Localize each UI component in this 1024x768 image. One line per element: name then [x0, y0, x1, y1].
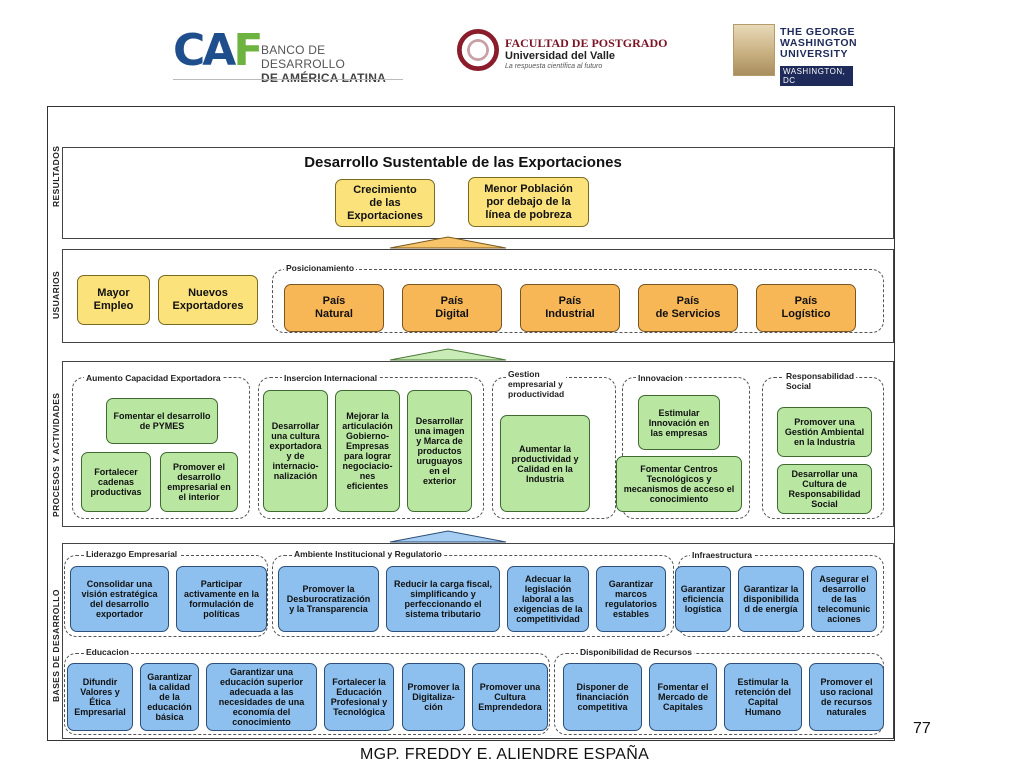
- base-box-mercado-capitales: Fomentar el Mercado de Capitales: [649, 663, 717, 731]
- base-box-politicas: Participar activamente en la formulación…: [176, 566, 267, 632]
- label-bases: BASES DE DESARROLLO: [51, 589, 61, 702]
- uv-logo-title: FACULTAD DE POSTGRADO: [505, 36, 668, 50]
- proc-box-responsabilidad: Desarrollar una Cultura de Responsabilid…: [777, 464, 872, 514]
- group-posicionamiento: [272, 269, 884, 333]
- base-box-telecomunicaciones: Asegurar el desarrollo de las telecomuni…: [811, 566, 877, 632]
- result-box-crecimiento: Crecimiento de las Exportaciones: [335, 179, 435, 227]
- base-box-desburocratizacion: Promover la Desburocratización y la Tran…: [278, 566, 379, 632]
- uv-logo: FACULTAD DE POSTGRADO Universidad del Va…: [455, 27, 677, 75]
- base-box-recursos-naturales: Promover el uso racional de recursos nat…: [809, 663, 884, 731]
- base-box-capital-humano: Estimular la retención del Capital Human…: [724, 663, 802, 731]
- proc-box-interior: Promover el desarrollo empresarial en el…: [160, 452, 238, 512]
- arrow-up-icon: [389, 530, 507, 543]
- arrow-up-icon: [389, 236, 507, 249]
- label-infraestructura: Infraestructura: [690, 550, 754, 560]
- pais-box-natural: País Natural: [284, 284, 384, 332]
- label-insercion-internacional: Insercion Internacional: [282, 373, 380, 383]
- uv-seal-icon: [457, 29, 499, 71]
- base-box-marcos-regulatorios: Garantizar marcos regulatorios estables: [596, 566, 666, 632]
- base-box-vision-estrategica: Consolidar una visión estratégica del de…: [70, 566, 169, 632]
- proc-box-cadenas: Fortalecer cadenas productivas: [81, 452, 151, 512]
- label-innovacion: Innovacion: [636, 373, 685, 383]
- uv-logo-tagline: La respuesta científica al futuro: [505, 63, 603, 70]
- proc-box-innovacion-empresas: Estimular Innovación en las empresas: [638, 395, 720, 450]
- label-usuarios: USUARIOS: [51, 270, 61, 319]
- label-disponibilidad-recursos: Disponibilidad de Recursos: [578, 647, 694, 657]
- base-box-educacion-basica: Garantizar la calidad de la educación bá…: [140, 663, 199, 731]
- result-box-pobreza: Menor Población por debajo de la línea d…: [468, 177, 589, 227]
- proc-box-pymes: Fomentar el desarrollo de PYMES: [106, 398, 218, 444]
- label-educacion: Educacion: [84, 647, 131, 657]
- base-box-educacion-profesional: Fortalecer la Educación Profesional y Te…: [324, 663, 394, 731]
- base-box-financiacion: Disponer de financiación competitiva: [563, 663, 642, 731]
- label-procesos: PROCESOS Y ACTIVIDADES: [51, 392, 61, 517]
- caf-logo-text: BANCO DE DESARROLLO DE AMÉRICA LATINA: [261, 43, 403, 85]
- base-box-educacion-superior: Garantizar una educación superior adecua…: [206, 663, 317, 731]
- user-box-exportadores: Nuevos Exportadores: [158, 275, 258, 325]
- gw-logo-line1: THE GEORGE: [780, 26, 856, 38]
- base-box-valores-etica: Difundir Valores y Ética Empresarial: [67, 663, 133, 731]
- proc-box-centros-tecnologicos: Fomentar Centros Tecnológicos y mecanism…: [616, 456, 742, 512]
- gw-logo-text: THE GEORGE WASHINGTON UNIVERSITY: [780, 27, 857, 60]
- group-ambiente-institucional: [272, 555, 674, 637]
- base-box-legislacion-laboral: Adecuar la legislación laboral a las exi…: [507, 566, 589, 632]
- caf-logo-line2: DE AMÉRICA LATINA: [261, 71, 386, 85]
- pais-box-industrial: País Industrial: [520, 284, 620, 332]
- gw-logo-line3: UNIVERSITY: [780, 48, 849, 60]
- caf-logo-underline: [173, 79, 403, 80]
- gw-logo-line2: WASHINGTON: [780, 37, 858, 49]
- diagram-frame: RESULTADOS Desarrollo Sustentable de las…: [47, 106, 895, 741]
- caf-logo-mark: CAF: [173, 25, 263, 76]
- arrow-up-icon: [389, 348, 507, 361]
- pais-box-servicios: País de Servicios: [638, 284, 738, 332]
- caf-logo-line1: BANCO DE DESARROLLO: [261, 43, 346, 71]
- label-responsabilidad-social: Responsabilidad Social: [784, 371, 857, 391]
- base-box-eficiencia-logistica: Garantizar eficiencia logística: [675, 566, 731, 632]
- label-posicionamiento: Posicionamiento: [284, 263, 357, 273]
- label-ambiente-institucional: Ambiente Institucional y Regulatorio: [292, 549, 444, 559]
- caf-logo: CAF BANCO DE DESARROLLO DE AMÉRICA LATIN…: [173, 25, 403, 85]
- pais-box-logistico: País Logístico: [756, 284, 856, 332]
- label-liderazgo: Liderazgo Empresarial: [84, 549, 180, 559]
- user-box-empleo: Mayor Empleo: [77, 275, 150, 325]
- base-box-carga-fiscal: Reducir la carga fiscal, simplificando y…: [386, 566, 500, 632]
- pais-box-digital: País Digital: [402, 284, 502, 332]
- gw-logo: THE GEORGE WASHINGTON UNIVERSITY WASHING…: [733, 24, 857, 86]
- proc-box-articulacion: Mejorar la articulación Gobierno- Empres…: [335, 390, 400, 512]
- group-innovacion: [622, 377, 750, 519]
- base-box-cultura-emprendedora: Promover una Cultura Emprendedora: [472, 663, 548, 731]
- proc-box-imagen-marca: Desarrollar una imagen y Marca de produc…: [407, 390, 472, 512]
- gw-logo-dc: WASHINGTON, DC: [780, 66, 853, 86]
- page-number: 77: [913, 720, 931, 737]
- label-gestion-empresarial: Gestion empresarial y productividad: [506, 369, 567, 399]
- label-resultados: RESULTADOS: [51, 145, 61, 207]
- label-capacidad-exportadora: Aumento Capacidad Exportadora: [84, 373, 223, 383]
- base-box-energia: Garantizar la disponibilida d de energía: [738, 566, 804, 632]
- group-educacion: [64, 653, 550, 735]
- proc-box-productividad: Aumentar la productividad y Calidad en l…: [500, 415, 590, 512]
- gw-portrait-icon: [733, 24, 775, 76]
- footer-author: MGP. FREDDY E. ALIENDRE ESPAÑA: [360, 746, 650, 763]
- proc-box-gestion-ambiental: Promover una Gestión Ambiental en la Ind…: [777, 407, 872, 457]
- uv-logo-subtitle: Universidad del Valle: [505, 50, 616, 62]
- base-box-digitalizacion: Promover la Digitaliza- ción: [402, 663, 465, 731]
- diagram-title: Desarrollo Sustentable de las Exportacio…: [304, 154, 622, 171]
- proc-box-cultura-exportadora: Desarrollar una cultura exportadora y de…: [263, 390, 328, 512]
